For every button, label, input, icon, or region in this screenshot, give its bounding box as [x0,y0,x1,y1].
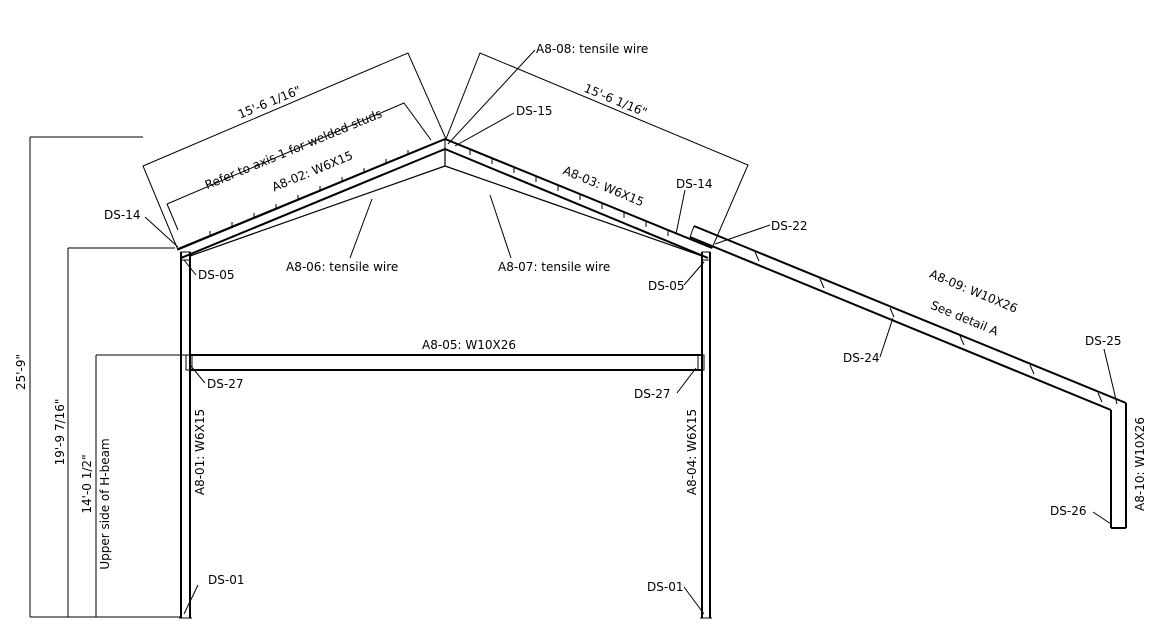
canopy-beam [689,225,1127,411]
label-ds-05-right: DS-05 [648,279,684,293]
horizontal-beam [185,354,705,371]
label-a8-10: A8-10: W10X26 [1133,417,1147,511]
dim-beam-height: 14'-0 1/2" [80,454,94,513]
label-ds-05-left: DS-05 [198,268,234,282]
label-ds-27-left: DS-27 [207,377,243,391]
dim-total-height: 25'-9" [14,354,28,390]
dim-eave-height: 19'-9 7/16" [53,399,67,466]
label-ds-24: DS-24 [843,351,879,365]
dim-beam-note: Upper side of H-beam [98,438,112,569]
label-a8-08: A8-08: tensile wire [536,42,648,56]
left-rafter-studs [209,150,409,236]
label-ds-25: DS-25 [1085,334,1121,348]
label-ds-01-left: DS-01 [208,573,244,587]
label-ds-27-right: DS-27 [634,387,670,401]
label-a8-01: A8-01: W6X15 [193,409,207,495]
label-a8-07: A8-07: tensile wire [498,260,610,274]
label-a8-05: A8-05: W10X26 [422,338,516,352]
right-column [700,252,712,619]
dimension-lines [29,136,186,618]
right-rafter-studs [469,150,669,236]
label-ds-01-right: DS-01 [647,580,683,594]
rafter-dimension-boxes [142,52,749,251]
leader-lines [144,49,1118,615]
label-ds-14-right: DS-14 [676,177,712,191]
label-ds-22: DS-22 [771,219,807,233]
left-rafter [177,138,446,261]
canopy-post [1110,403,1127,529]
tensile-wires [189,149,703,257]
label-ds-15: DS-15 [516,104,552,118]
label-a8-04: A8-04: W6X15 [685,409,699,495]
label-ds-26: DS-26 [1050,504,1086,518]
right-rafter [444,138,713,261]
left-column [179,252,192,619]
label-ds-14-left: DS-14 [104,208,140,222]
label-a8-06: A8-06: tensile wire [286,260,398,274]
